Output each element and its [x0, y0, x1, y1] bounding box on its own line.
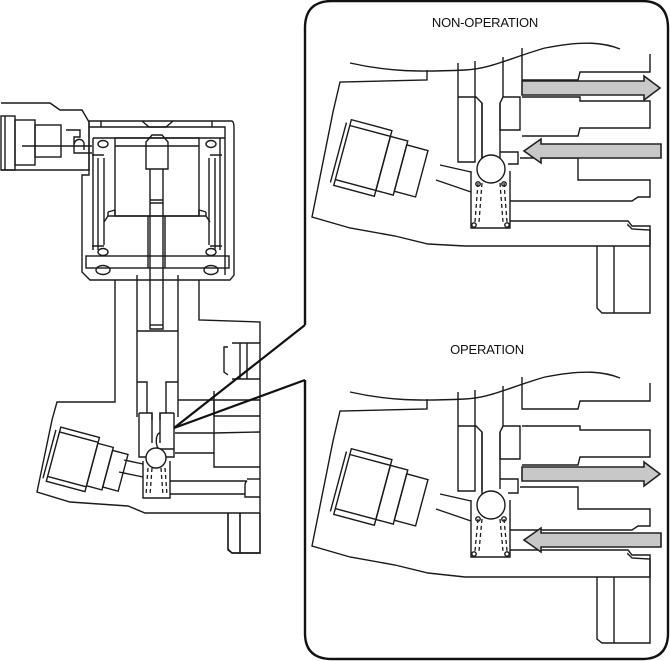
- mounting-flange: [227, 513, 261, 554]
- panel-label-non-operation: NON-OPERATION: [432, 15, 538, 30]
- actuator-fitting: [42, 426, 129, 493]
- plunger-rod: [145, 134, 169, 330]
- main-assembly-cross-section: [0, 102, 261, 554]
- callout-frame: [303, 0, 670, 661]
- panel-non-operation: NON-OPERATION: [311, 15, 662, 314]
- panel-label-operation: OPERATION: [450, 342, 524, 357]
- flow-arrow-inflow-operation: [522, 526, 662, 554]
- flow-arrow-inflow-non-operation: [522, 137, 662, 165]
- solenoid-housing: [81, 120, 235, 281]
- callout-leader-lines: [173, 324, 306, 430]
- flow-arrow-outflow-operation: [521, 460, 662, 488]
- detail-body-non-operation: [311, 42, 651, 314]
- electrical-connector: [0, 102, 92, 171]
- valve-body: [36, 275, 261, 554]
- flow-arrow-outflow-non-operation: [521, 74, 662, 102]
- detail-body-operation: [311, 371, 651, 644]
- panel-operation: OPERATION: [311, 342, 662, 644]
